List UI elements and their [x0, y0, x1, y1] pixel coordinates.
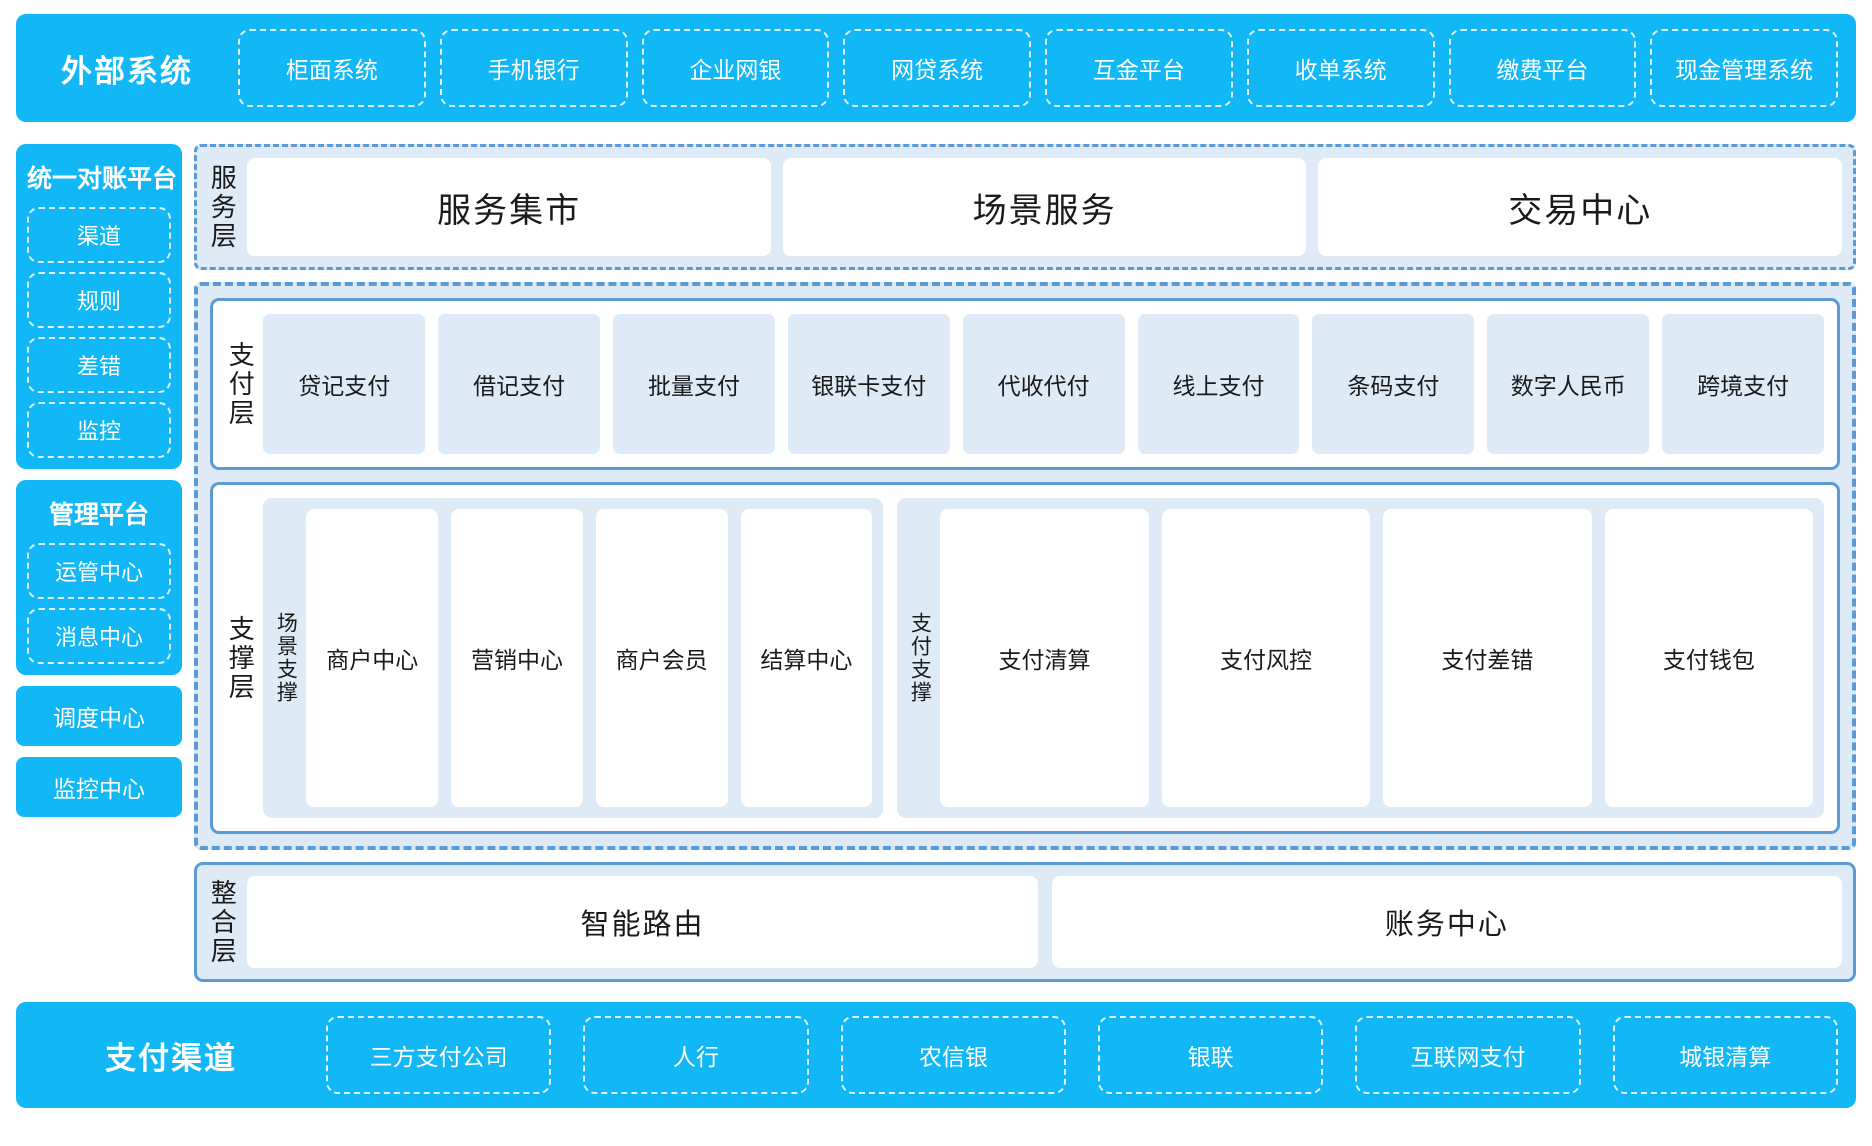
reconcile-item-error[interactable]: 差错 [27, 337, 171, 393]
support-layer-label: 支撑层 [225, 614, 256, 702]
support-item-payment-clearing[interactable]: 支付清算 [940, 509, 1149, 807]
reconcile-platform-panel: 统一对账平台 渠道 规则 差错 监控 [16, 144, 182, 469]
integration-layer-cards: 智能路由 账务中心 [247, 876, 1843, 968]
external-systems-list: 柜面系统 手机银行 企业网银 网贷系统 互金平台 收单系统 缴费平台 现金管理系… [238, 29, 1842, 107]
support-item-merchant-center[interactable]: 商户中心 [306, 509, 439, 807]
integration-card-accounting-center[interactable]: 账务中心 [1051, 876, 1843, 968]
payment-item-collection-payment[interactable]: 代收代付 [962, 314, 1125, 454]
channel-item-city-bank-clearing[interactable]: 城银清算 [1612, 1016, 1838, 1094]
channel-item-internet-payment[interactable]: 互联网支付 [1355, 1016, 1581, 1094]
external-systems-title: 外部系统 [61, 53, 193, 89]
support-group-scene-label: 场景支撑 [274, 612, 298, 704]
support-item-payment-risk[interactable]: 支付风控 [1161, 509, 1371, 807]
payment-channels-title: 支付渠道 [105, 1040, 237, 1076]
reconcile-item-channel[interactable]: 渠道 [27, 207, 171, 263]
payment-layer-label: 支付层 [225, 340, 256, 428]
payment-layer-items: 贷记支付 借记支付 批量支付 银联卡支付 代收代付 线上支付 条码支付 数字人民… [263, 314, 1825, 454]
service-layer-label: 服务层 [207, 163, 238, 251]
external-system-item[interactable]: 柜面系统 [238, 29, 426, 107]
support-item-merchant-member[interactable]: 商户会员 [595, 509, 728, 807]
external-system-item[interactable]: 网贷系统 [843, 29, 1031, 107]
support-group-scene: 场景支撑 商户中心 营销中心 商户会员 结算中心 [263, 498, 884, 818]
channel-item-unionpay[interactable]: 银联 [1097, 1016, 1324, 1094]
sidebar-item-monitor-center[interactable]: 监控中心 [16, 757, 182, 817]
external-system-item[interactable]: 企业网银 [641, 29, 830, 107]
middle-region: 统一对账平台 渠道 规则 差错 监控 管理平台 运管中心 消息中心 调度中心 监… [16, 144, 1856, 982]
payment-layer-box: 支付层 贷记支付 借记支付 批量支付 银联卡支付 代收代付 线上支付 条码支付 … [210, 298, 1840, 470]
payment-channels-list: 三方支付公司 人行 农信银 银联 互联网支付 城银清算 [326, 1016, 1842, 1094]
integration-layer-box: 整合层 智能路由 账务中心 [194, 862, 1856, 982]
manage-item-message-center[interactable]: 消息中心 [27, 608, 171, 664]
manage-item-operations-center[interactable]: 运管中心 [27, 543, 171, 599]
payment-item-unionpay-card[interactable]: 银联卡支付 [787, 314, 950, 454]
manage-platform-title: 管理平台 [48, 501, 149, 529]
support-group-scene-items: 商户中心 营销中心 商户会员 结算中心 [306, 509, 873, 807]
support-item-payment-wallet[interactable]: 支付钱包 [1604, 509, 1814, 807]
service-card-market[interactable]: 服务集市 [247, 158, 771, 256]
channel-item-third-party[interactable]: 三方支付公司 [326, 1016, 552, 1094]
payment-item-cross-border[interactable]: 跨境支付 [1662, 314, 1825, 454]
payment-item-credit[interactable]: 贷记支付 [263, 314, 426, 454]
external-system-item[interactable]: 缴费平台 [1448, 29, 1637, 107]
reconcile-platform-title: 统一对账平台 [27, 165, 178, 193]
support-item-marketing-center[interactable]: 营销中心 [451, 509, 583, 807]
channel-item-rcc-bank[interactable]: 农信银 [840, 1016, 1066, 1094]
channel-item-pboc[interactable]: 人行 [583, 1016, 809, 1094]
payment-item-batch[interactable]: 批量支付 [613, 314, 775, 454]
reconcile-item-rule[interactable]: 规则 [27, 272, 171, 328]
layers-column: 服务层 服务集市 场景服务 交易中心 支付层 贷记支付 借记支付 批量 [194, 144, 1856, 982]
sidebar-item-schedule-center[interactable]: 调度中心 [16, 686, 182, 746]
support-group-payment-label: 支付支撑 [908, 612, 932, 704]
support-layer-box: 支撑层 场景支撑 商户中心 营销中心 商户会员 结算中心 [210, 482, 1840, 834]
payment-item-barcode[interactable]: 条码支付 [1312, 314, 1475, 454]
support-layer-groups: 场景支撑 商户中心 营销中心 商户会员 结算中心 支付支撑 支付清算 [263, 498, 1824, 818]
reconcile-item-monitor[interactable]: 监控 [27, 402, 171, 458]
payment-item-digital-rmb[interactable]: 数字人民币 [1487, 314, 1650, 454]
service-card-scene[interactable]: 场景服务 [782, 158, 1307, 256]
payment-support-group: 支付层 贷记支付 借记支付 批量支付 银联卡支付 代收代付 线上支付 条码支付 … [194, 282, 1856, 850]
support-item-payment-error[interactable]: 支付差错 [1383, 509, 1592, 807]
support-group-payment-items: 支付清算 支付风控 支付差错 支付钱包 [940, 509, 1814, 807]
external-systems-bar: 外部系统 柜面系统 手机银行 企业网银 网贷系统 互金平台 收单系统 缴费平台 … [16, 14, 1856, 122]
external-system-item[interactable]: 现金管理系统 [1650, 29, 1838, 107]
service-layer-group: 服务层 服务集市 场景服务 交易中心 [194, 144, 1856, 270]
left-sidebar: 统一对账平台 渠道 规则 差错 监控 管理平台 运管中心 消息中心 调度中心 监… [16, 144, 182, 817]
integration-card-smart-routing[interactable]: 智能路由 [247, 876, 1038, 968]
service-card-transaction[interactable]: 交易中心 [1318, 158, 1842, 256]
manage-platform-panel: 管理平台 运管中心 消息中心 [16, 480, 182, 675]
integration-layer-label: 整合层 [207, 878, 238, 966]
external-system-item[interactable]: 手机银行 [439, 29, 628, 107]
payment-item-online[interactable]: 线上支付 [1137, 314, 1300, 454]
payment-item-debit[interactable]: 借记支付 [438, 314, 601, 454]
payment-channels-bar: 支付渠道 三方支付公司 人行 农信银 银联 互联网支付 城银清算 [16, 1002, 1856, 1108]
support-item-settlement-center[interactable]: 结算中心 [740, 509, 873, 807]
service-layer-cards: 服务集市 场景服务 交易中心 [247, 158, 1842, 256]
support-group-payment: 支付支撑 支付清算 支付风控 支付差错 支付钱包 [897, 498, 1824, 818]
external-system-item[interactable]: 收单系统 [1246, 29, 1435, 107]
external-system-item[interactable]: 互金平台 [1045, 29, 1233, 107]
